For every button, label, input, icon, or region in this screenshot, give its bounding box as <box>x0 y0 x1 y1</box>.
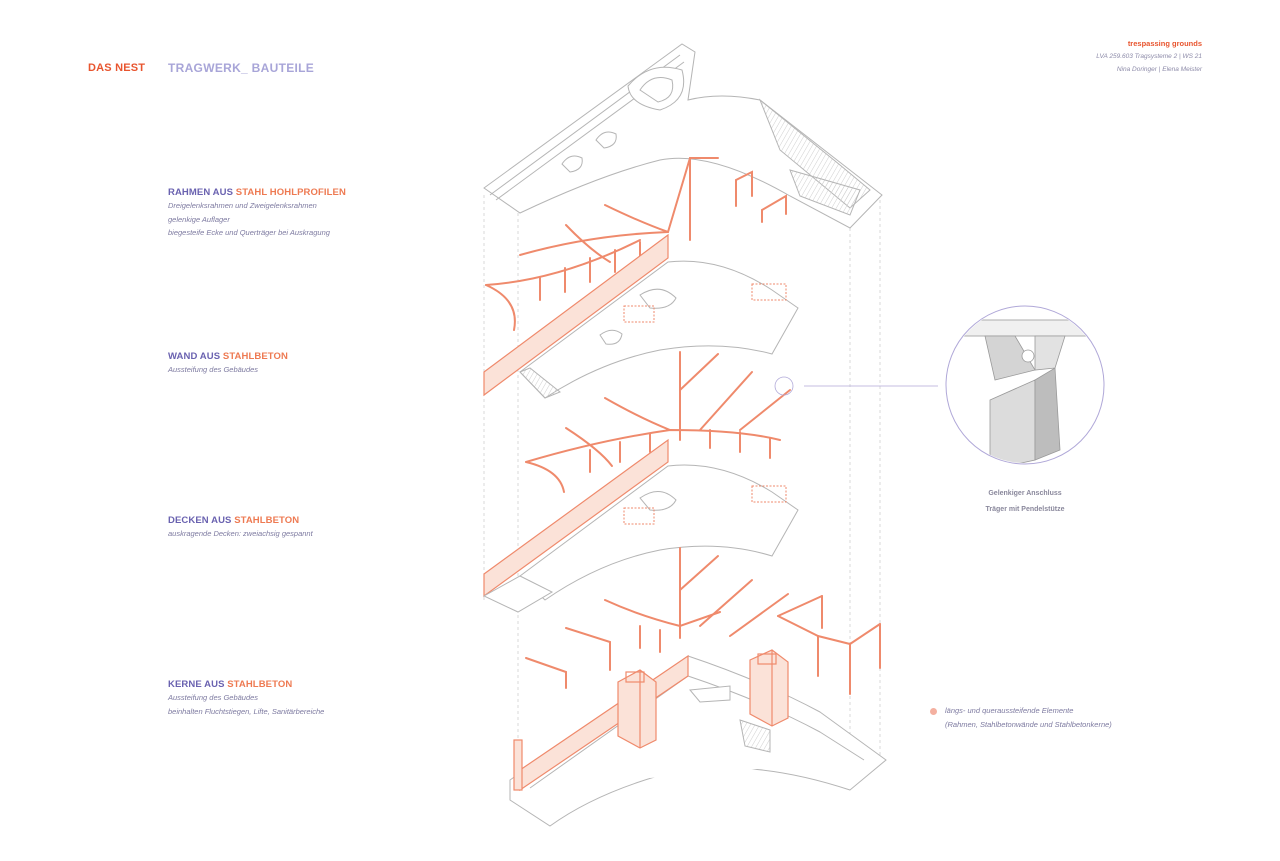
label-frames-line: biegesteife Ecke und Querträger bei Ausk… <box>168 228 330 237</box>
legend-dot <box>930 708 937 715</box>
label-cores-line: beinhalten Fluchtstiegen, Lifte, Sanitär… <box>168 706 325 716</box>
label-wall: WAND AUS STAHLBETON Aussteifung des Gebä… <box>168 350 408 377</box>
label-slabs-prefix: DECKEN AUS <box>168 515 235 526</box>
floor-slab-2 <box>482 464 799 613</box>
label-slabs-line: auskragende Decken: zweiachsig gespannt <box>168 529 313 538</box>
legend-line-1: längs- und queraussteifende Elemente <box>945 706 1074 715</box>
label-cores-line: Aussteifung des Gebäudes <box>168 693 259 702</box>
section-title: TRAGWERK_ BAUTEILE <box>168 61 315 75</box>
label-wall-prefix: WAND AUS <box>168 351 223 362</box>
steel-frames-lower <box>525 547 881 695</box>
credits-title: trespassing grounds <box>1127 39 1202 48</box>
label-slabs: DECKEN AUS STAHLBETON auskragende Decken… <box>168 514 408 541</box>
credits-authors: Nina Doringer | Elena Meister <box>1116 66 1202 73</box>
label-cores-prefix: KERNE AUS <box>168 679 228 690</box>
label-wall-line: Aussteifung des Gebäudes <box>168 365 259 374</box>
concrete-core-1 <box>617 669 657 749</box>
ground-floor-base <box>509 655 887 827</box>
core-outlines-slab-2 <box>623 485 787 525</box>
detail-caption-line-2: Träger mit Pendelstütze <box>985 506 1065 513</box>
label-slabs-accent: STAHLBETON <box>234 515 300 526</box>
label-frames-line: gelenkige Auflager <box>168 214 230 224</box>
core-outlines-slab-1 <box>623 283 787 323</box>
projection-guides <box>483 195 881 800</box>
label-cores: KERNE AUS STAHLBETON Aussteifung des Geb… <box>168 678 408 718</box>
concrete-wall-middle <box>483 438 669 598</box>
project-title: DAS NEST <box>88 62 146 74</box>
legend-line-2: (Rahmen, Stahlbetonwände und Stahlbetonk… <box>945 719 1112 729</box>
floor-slab-1 <box>519 260 799 399</box>
credits-course: LVA 259.603 Tragsysteme 2 | WS 21 <box>1096 53 1202 60</box>
steel-frames-upper <box>485 157 787 331</box>
steel-frames-middle <box>525 351 791 493</box>
legend: längs- und queraussteifende Elemente (Ra… <box>930 704 1112 731</box>
label-frames: RAHMEN AUS STAHL HOHLPROFILEN Dreigelenk… <box>168 186 408 240</box>
detail-callout <box>774 305 1105 465</box>
label-wall-accent: STAHLBETON <box>222 351 288 362</box>
credits-block: trespassing grounds LVA 259.603 Tragsyst… <box>1096 37 1202 76</box>
label-frames-accent: STAHL HOHLPROFILEN <box>235 187 346 198</box>
detail-caption-line-1: Gelenkiger Anschluss <box>988 490 1062 497</box>
label-cores-accent: STAHLBETON <box>227 679 293 690</box>
label-frames-line: Dreigelenksrahmen und Zweigelenksrahmen <box>168 201 317 210</box>
label-frames-prefix: RAHMEN AUS <box>168 187 236 198</box>
concrete-core-2 <box>749 649 789 727</box>
detail-caption: Gelenkiger Anschluss Träger mit Pendelst… <box>945 486 1105 518</box>
concrete-wall-upper <box>483 233 669 397</box>
roof-slab <box>483 43 883 229</box>
